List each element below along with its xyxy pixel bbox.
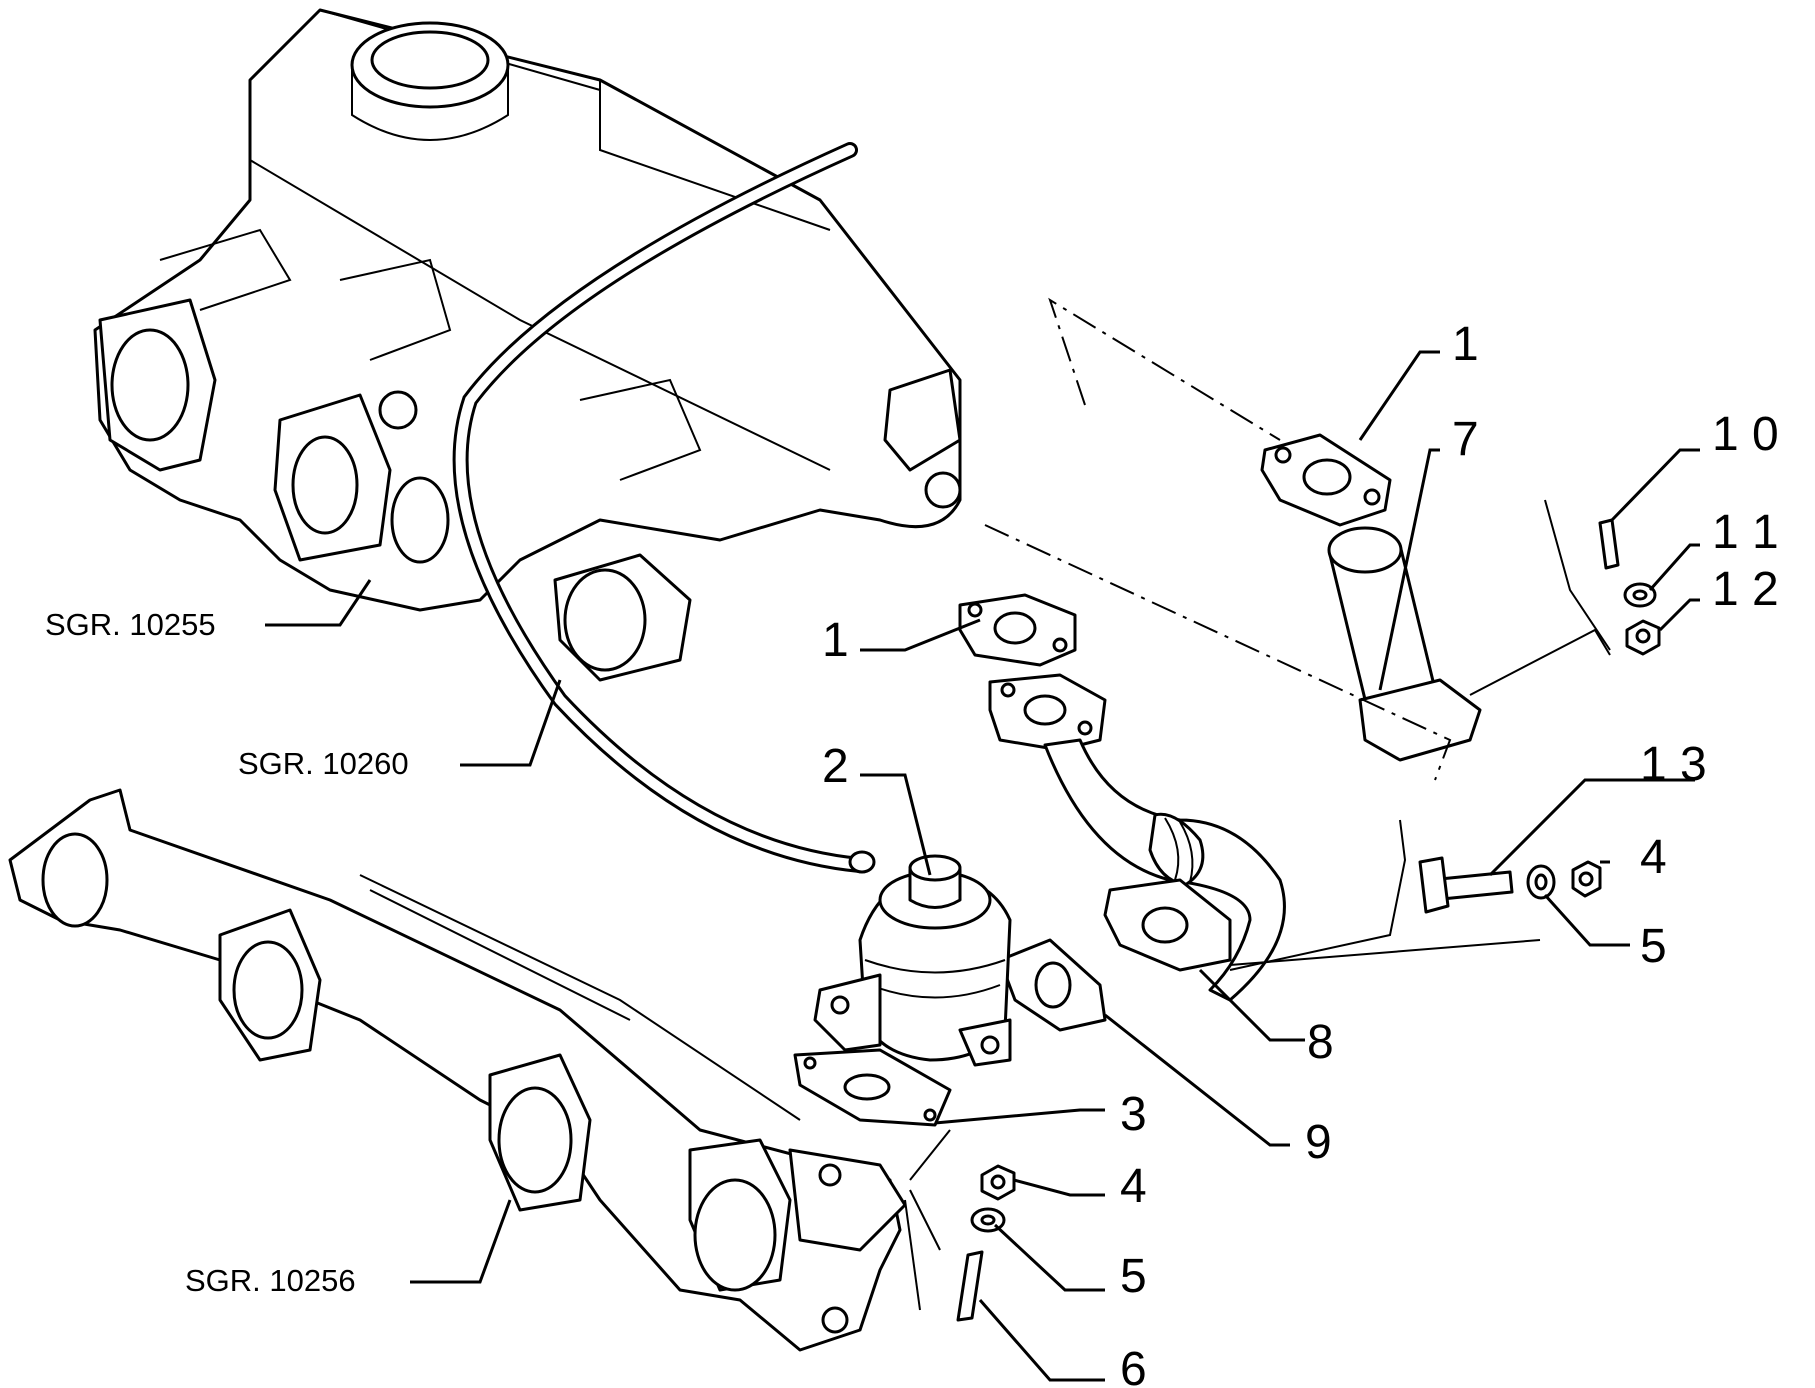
callout-labels: 1 7 1 0 1 1 1 2 1 3 4 5 1 2 8 3 9 4 5 6 bbox=[822, 318, 1779, 1388]
callout-4-lower: 4 bbox=[1120, 1160, 1147, 1213]
gasket-part-1-upper bbox=[1260, 433, 1392, 527]
callout-9: 9 bbox=[1305, 1116, 1332, 1169]
callout-4-right: 4 bbox=[1640, 831, 1667, 884]
ref-sgr-10256: SGR. 10256 bbox=[185, 1263, 356, 1298]
callout-10: 1 0 bbox=[1712, 408, 1779, 461]
leader-lines bbox=[265, 350, 1700, 1382]
nut-part-4-right bbox=[1571, 860, 1602, 898]
callout-7: 7 bbox=[1452, 413, 1479, 466]
callout-6: 6 bbox=[1120, 1343, 1147, 1388]
washer-part-5-right bbox=[1526, 864, 1556, 900]
callout-8: 8 bbox=[1307, 1016, 1334, 1069]
callout-1-upper: 1 bbox=[1452, 318, 1479, 371]
gasket-part-9 bbox=[998, 938, 1107, 1032]
washer-part-11 bbox=[1623, 582, 1657, 608]
exhaust-manifold bbox=[8, 788, 907, 1352]
intake-manifold bbox=[93, 8, 962, 682]
gasket-part-1-middle bbox=[958, 593, 1107, 752]
callout-13: 1 3 bbox=[1640, 738, 1707, 791]
nut-part-12 bbox=[1625, 619, 1661, 656]
ref-sgr-10260: SGR. 10260 bbox=[238, 746, 409, 781]
pipe-part-8 bbox=[1043, 738, 1286, 1002]
callout-2: 2 bbox=[822, 740, 849, 793]
callout-11: 1 1 bbox=[1712, 506, 1779, 559]
stud-part-6 bbox=[956, 1250, 984, 1322]
pipe-part-7 bbox=[1327, 526, 1482, 762]
callout-3: 3 bbox=[1120, 1088, 1147, 1141]
callout-12: 1 2 bbox=[1712, 563, 1779, 616]
stud-part-10 bbox=[1598, 518, 1620, 570]
callout-5-right: 5 bbox=[1640, 920, 1667, 973]
group-reference-labels: SGR. 10255 SGR. 10260 SGR. 10256 bbox=[45, 607, 409, 1298]
assembly-lines bbox=[904, 297, 1611, 1311]
vacuum-hose bbox=[452, 142, 876, 874]
ref-sgr-10255: SGR. 10255 bbox=[45, 607, 216, 642]
gasket-part-3 bbox=[793, 1048, 952, 1127]
bolt-part-13 bbox=[1418, 856, 1514, 914]
callout-1-middle: 1 bbox=[822, 614, 849, 667]
egr-valve-part-2 bbox=[813, 854, 1012, 1067]
nut-part-4-lower bbox=[980, 1164, 1016, 1201]
callout-5-lower: 5 bbox=[1120, 1250, 1147, 1303]
